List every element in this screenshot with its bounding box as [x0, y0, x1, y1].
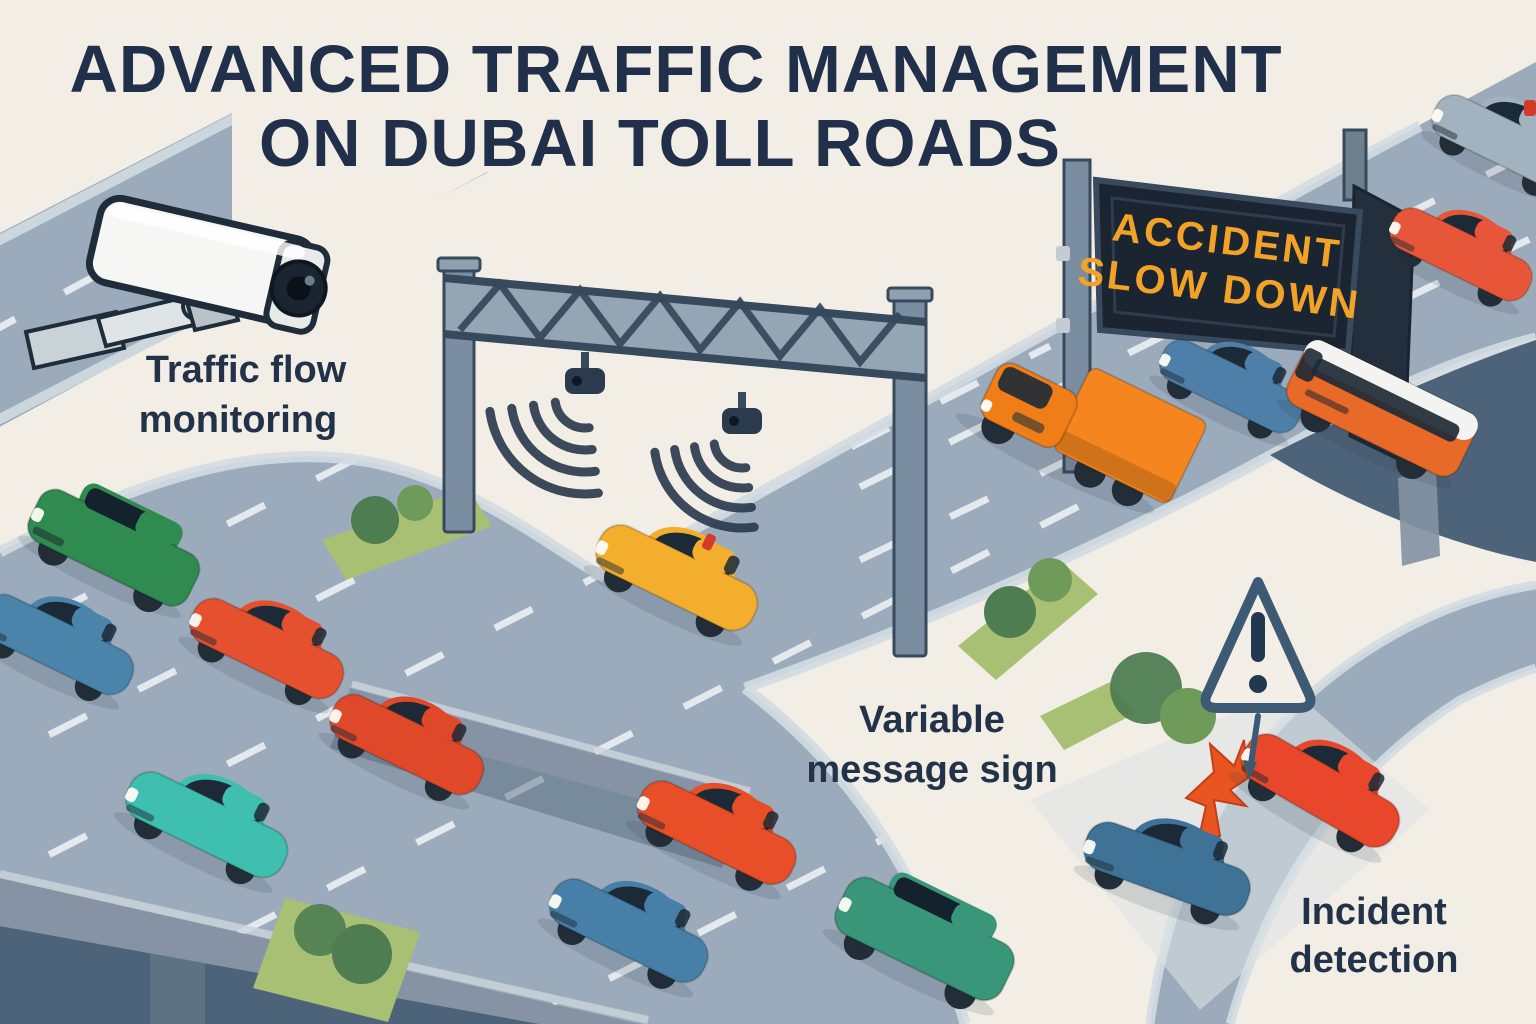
label-incident-line1: Incident [1301, 891, 1447, 933]
label-traffic-flow-line1: Traffic flow [146, 349, 347, 391]
crash-scene [1068, 702, 1423, 942]
label-incident-line2: detection [1290, 939, 1459, 981]
sensor-waves-left-icon [485, 397, 603, 499]
label-vms-line1: Variable [859, 699, 1005, 741]
label-vms-line2: message sign [806, 749, 1057, 791]
gray-car-roof-item [1524, 100, 1536, 116]
title-line-1: ADVANCED TRAFFIC MANAGEMENT [69, 32, 1282, 107]
grass-median-fork [958, 558, 1098, 680]
toll-gantry [436, 256, 934, 658]
warning-triangle-icon [1200, 577, 1316, 780]
cctv-camera-icon [23, 194, 331, 371]
toll-sensor-left-icon [565, 352, 605, 394]
label-traffic-flow-line2: monitoring [139, 399, 337, 441]
vms-panel [1092, 176, 1364, 356]
toll-sensor-right-icon [722, 392, 762, 434]
sensor-waves-right-icon [650, 439, 759, 533]
title-line-2: ON DUBAI TOLL ROADS [259, 106, 1061, 181]
impact-flash-icon [1184, 739, 1250, 844]
page-title: ADVANCED TRAFFIC MANAGEMENT ON DUBAI TOL… [69, 32, 1282, 181]
yellow-car-roof-item [702, 533, 716, 551]
vms-sign: ACCIDENT SLOW DOWN [1056, 128, 1416, 474]
underpass-bottom-left [0, 870, 649, 1024]
vehicles [0, 66, 1536, 1024]
